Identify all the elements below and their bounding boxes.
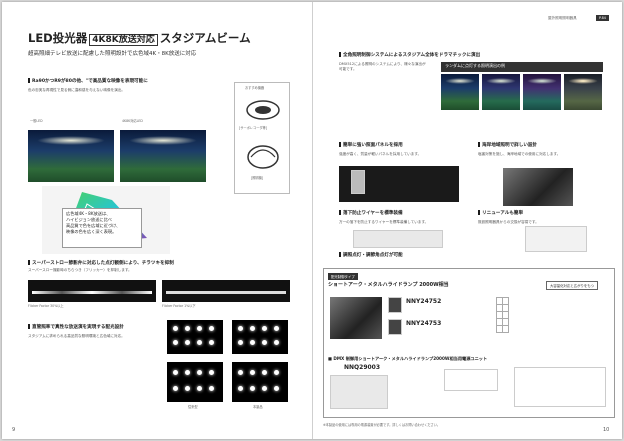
section-flicker-header: スーパーストロー節影弁に対応した点灯観側により、チラツキを抑制 — [28, 260, 174, 266]
section-wire-note: 万一の落下を防止するワイヤーを標準装備しています。 — [339, 220, 429, 224]
stadium-photo-general — [28, 130, 114, 182]
page-gutter — [312, 2, 313, 439]
cie-note-line: 広色域4K・8K放送は、 — [66, 211, 111, 216]
stadium-photo-4k8k — [120, 130, 206, 182]
page-subtitle: 超高照細テレビ放送に配慮した照明設計で広色域4K・8K放送に対応 — [28, 51, 197, 57]
option-model: NNQ29003 — [344, 364, 381, 371]
photo-label-general: 一般LED — [30, 119, 43, 123]
section-distribution-header: 直管照率で真性な放送演を実現する配光設計 — [28, 324, 124, 330]
section-flicker-note: スーパースロー撮影時のちらつき（フリッカー）を抑制します。 — [28, 268, 132, 272]
option-spec-box — [514, 367, 606, 407]
coastal-fixture-photo — [503, 168, 573, 206]
section-renewal-note: 既設照明器具からの交換が容易です。 — [478, 220, 539, 224]
section-panel-header: 簡単に強い照面パネルを採用 — [339, 142, 403, 148]
model-1-icon — [388, 297, 402, 313]
recommended-box: おすすめ機器 [サーボレコーダ等] [照明機] — [234, 82, 290, 194]
product-section-label: 配光制御タイプ — [328, 273, 358, 280]
section-coastal-header: 海岸地域照明で詳しい設計 — [478, 142, 537, 148]
dmx-photo-4 — [564, 74, 602, 110]
flicker-label-general: Flicker Factor 30%以上 — [28, 304, 64, 308]
panel-piece — [351, 170, 365, 194]
section-dimming-header: 調照点灯・調節角点灯が可能 — [339, 252, 403, 258]
led-grid-old-b — [167, 362, 223, 402]
section-color-header: Ra90かつR9が80の他、"で高品質な映像を表現可能に — [28, 78, 148, 84]
page-number-right: 10 — [603, 427, 610, 433]
top-page-ref: P.84 — [596, 15, 609, 21]
option-drawing — [444, 369, 498, 391]
title-end: スタジアムビーム — [159, 31, 251, 45]
recommended-title: おすすめ機器 — [245, 86, 265, 90]
cie-note-line: ハイビジョン放送に比べ — [66, 217, 112, 222]
flicker-label-4k8k: Flicker Factor 1%以下 — [162, 304, 196, 308]
section-renewal-header: リニューアルも簡単 — [478, 210, 523, 216]
dmx-photo-1 — [441, 74, 479, 110]
cie-note-box: 広色域4K・8K放送は、 ハイビジョン放送に比べ 高品質で色を広域に近づけ、 映… — [62, 208, 142, 248]
caption-old: 従来型 — [188, 405, 198, 409]
section-dmx-header: 全角照明制御システムによるスタジアム全体をドラマチックに演出 — [339, 52, 480, 58]
spec-table — [495, 297, 510, 333]
led-grid-old-a — [167, 320, 223, 354]
recommended-label-1: [サーボレコーダ等] — [239, 126, 267, 130]
led-grid-new-b — [232, 362, 288, 402]
title-tag: 4K8K放送対応 — [89, 34, 158, 47]
caption-new: 本製品 — [253, 405, 263, 409]
section-coastal-note: 塩害対策を施し、海岸地域での使用に対応します。 — [478, 152, 561, 156]
dmx-caption: ランダムに点灯する照明演出の例 — [445, 63, 505, 68]
flicker-strip-general — [32, 291, 152, 294]
model-1: NNY24752 — [406, 298, 442, 305]
option-header: ■ DMX 制御用ショートアーク・メタルハライドランプ2000W相当用電源ユニッ… — [328, 356, 488, 361]
model-2-icon — [388, 319, 402, 335]
cie-note-line: 高品質で色を広域に近づけ、 — [66, 223, 121, 228]
section-panel-note: 強度が高く、質量が軽いパネルを採用しています。 — [339, 152, 422, 156]
wire-diagram — [353, 230, 443, 248]
flicker-strip-4k8k — [166, 291, 286, 294]
right-page: 屋外照明照明器具 P.84 全角照明制御システムによるスタジアム全体をドラマチッ… — [313, 2, 622, 439]
footnote: ※本製品の使用には専用の電源装置が必要です。詳しくはお問い合わせください。 — [323, 423, 441, 427]
dmx-photo-2 — [482, 74, 520, 110]
dmx-photo-3 — [523, 74, 561, 110]
photo-label-4k8k: 4K8K対応LED — [122, 119, 143, 123]
product-series: ショートアーク・メタルハライドランプ 2000W相当 — [328, 282, 449, 288]
title-main: LED投光器 — [28, 31, 88, 45]
section-dmx-note: DMX512による照明のシステムにより、様々な演出が可能です。 — [339, 62, 426, 72]
dmx-caption-bar: ランダムに点灯する照明演出の例 — [441, 62, 603, 72]
led-grid-new-a — [232, 320, 288, 354]
option-photo — [330, 375, 388, 409]
cie-note-line: 映像の色を広く深く表現。 — [66, 229, 117, 234]
renewal-diagram — [525, 226, 587, 252]
recorder-icon — [246, 100, 280, 120]
model-2: NNY24753 — [406, 320, 442, 327]
section-wire-header: 落下防止ワイヤーを標準装備 — [339, 210, 403, 216]
section-color-note: 色の忠実な再現性で見る側に違和感を与えない映像を演出。 — [28, 88, 126, 92]
product-panel: 配光制御タイプ ショートアーク・メタルハライドランプ 2000W相当 大容量化対… — [323, 268, 615, 418]
recommended-label-2: [照明機] — [251, 176, 264, 180]
top-label: 屋外照明照明器具 — [548, 16, 577, 20]
section-distribution-note: スタジアムに求められる高品質な照明環境と広色域に対応。 — [28, 334, 125, 338]
product-note: 大容量化対応と広がりをもつ — [546, 281, 598, 290]
page-number-left: 9 — [12, 427, 16, 433]
fixture-icon — [247, 145, 279, 169]
product-photo — [330, 297, 382, 339]
